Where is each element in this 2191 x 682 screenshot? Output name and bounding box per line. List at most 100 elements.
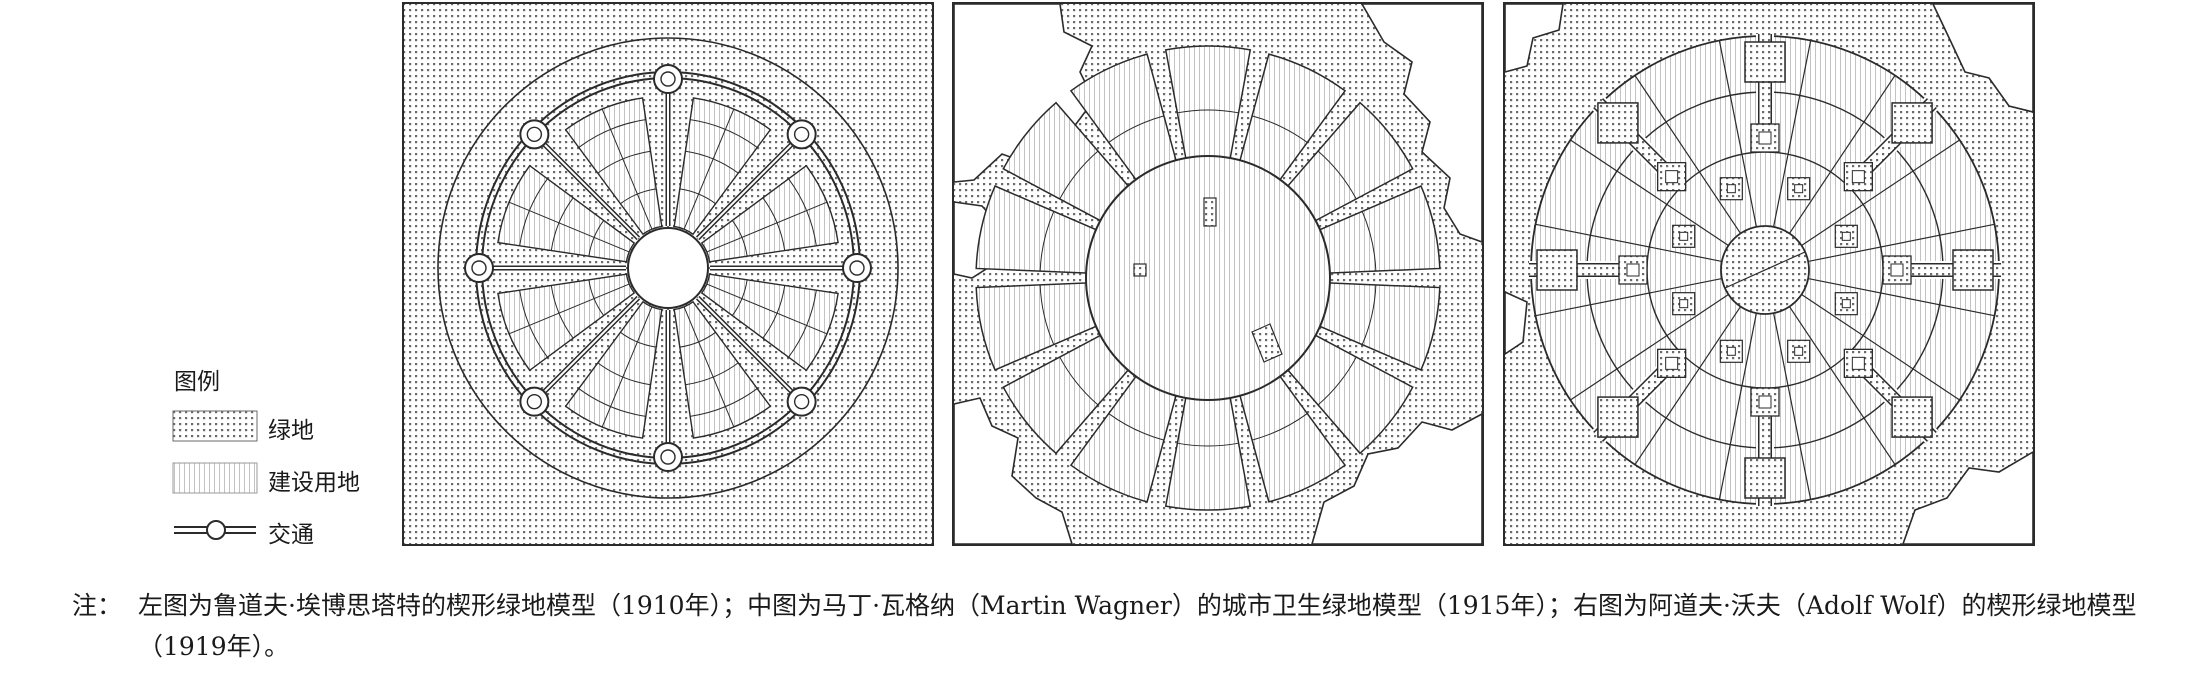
radial-road-center [696,133,803,240]
sector-division-line [1570,139,1729,247]
sector-division-line [1788,306,1896,465]
building-mark [1851,170,1865,184]
wedge-division-arc [1177,442,1239,447]
ring-road-node-inner [526,126,543,143]
wedge-division-arc [1317,356,1357,406]
terrain-bottom-right [1310,412,1483,545]
building-mark [1890,263,1904,277]
green-node-block-outer [1597,102,1639,144]
park-block [1203,197,1217,227]
panel-left-eberstadt-model [402,2,934,546]
vertical-hatch-swatch-icon [172,462,258,494]
sector-division-line [1772,40,1812,227]
wedge-division-arc [1317,150,1357,200]
wedge-division-arc [1361,211,1377,272]
wedge-division-arc [1251,115,1308,143]
ring-road-node [653,64,683,94]
city-center-circle [627,227,709,309]
green-node-block-mid [1750,387,1780,417]
wedge-center-line [601,108,653,230]
ring-road-node-inner [660,71,676,87]
panel-middle-wagner-model [952,2,1484,546]
sector-division-line [1535,223,1722,263]
wedge-division-arc [1108,115,1165,143]
wedge-division-arc [1059,150,1099,200]
green-node-block-outer [1891,102,1933,144]
building-mark-small [1726,346,1736,356]
caption-text: 左图为鲁道夫·埃博思塔特的楔形绿地模型（1910年）；中图为马丁·瓦格纳（Mar… [138,591,2137,661]
building-mark [1758,395,1772,409]
outer-boundary-circle [437,37,899,499]
building-mark [1626,263,1640,277]
ring-road-node-inner [793,393,810,410]
building-mark [1665,170,1679,184]
building-mark-small [1841,299,1851,309]
right-diagram-content [1529,34,2001,506]
wedge-division-arc [1177,109,1239,114]
ring-road-node [786,386,817,417]
wedge-center-line [508,283,630,335]
green-node-block-mid [1882,255,1912,285]
middle-diagram-content [975,45,1441,511]
green-node-block-outer [1536,249,1578,291]
legend-label-built: 建设用地 [268,470,360,496]
ring-road-node-inner [660,449,676,465]
wedge-center-line [683,108,735,230]
sector-division-line [1808,277,1995,317]
building-mark-small [1679,299,1689,309]
double-line-node-icon [174,520,256,540]
terrain-bottom-left [953,397,1074,545]
sector-division-line [1718,40,1758,227]
left-diagram-content [437,37,899,499]
sector-division-line [1808,223,1995,263]
sector-division-line [1718,313,1758,500]
terrain-top-right [1931,3,2034,114]
sector-division-line [1788,75,1896,234]
green-wedge-inlet [1251,323,1283,363]
park-block-small [1133,263,1147,277]
green-node-block-outer [1744,41,1786,83]
wedge-center-line [508,201,630,253]
radial-road-center [533,296,640,403]
ring-road-node [842,253,872,283]
figure-area: 图例 绿地 建设用地 交通 [172,2,2035,548]
ring-road-node [519,386,550,417]
building-mark-small [1726,184,1736,194]
green-node-block-outer [1891,396,1933,438]
sector-division-line [1801,293,1960,401]
wedge-division-arc [1361,284,1377,345]
ring-road-node-inner [849,260,865,276]
building-mark [1851,356,1865,370]
wedge-center-line [601,306,653,428]
dotted-pattern-swatch-icon [172,410,258,442]
terrain-left [1504,290,1528,356]
city-center-circle [1085,155,1331,401]
building-mark-small [1679,231,1689,241]
building-mark-small [1794,184,1804,194]
wedge-center-line [706,201,828,253]
wedge-division-arc [1059,356,1099,406]
legend: 图例 绿地 建设用地 交通 [172,358,392,548]
panel-right-wolf-model [1503,2,2035,546]
wedge-division-arc [1251,413,1308,441]
wedge-division-arc [1039,284,1055,345]
building-mark-small [1794,346,1804,356]
legend-title: 图例 [174,369,220,395]
wedge-center-line [706,283,828,335]
sector-division-line [1801,139,1960,247]
sector-division-line [1570,293,1729,401]
building-mark-small [1841,231,1851,241]
sector-division-line [1772,313,1812,500]
terrain-bottom-right [1901,450,2034,545]
legend-item-green: 绿地 [172,410,392,444]
building-mark [1758,131,1772,145]
legend-label-green: 绿地 [268,418,314,444]
ring-road-node [653,442,683,472]
caption-prefix: 注： [72,591,123,620]
center-division-line [1724,251,1806,289]
legend-item-built: 建设用地 [172,462,392,496]
legend-item-traffic: 交通 [172,514,392,548]
radial-road-center [533,133,640,240]
ring-road-node-inner [793,126,810,143]
green-node-block-outer [1952,249,1994,291]
